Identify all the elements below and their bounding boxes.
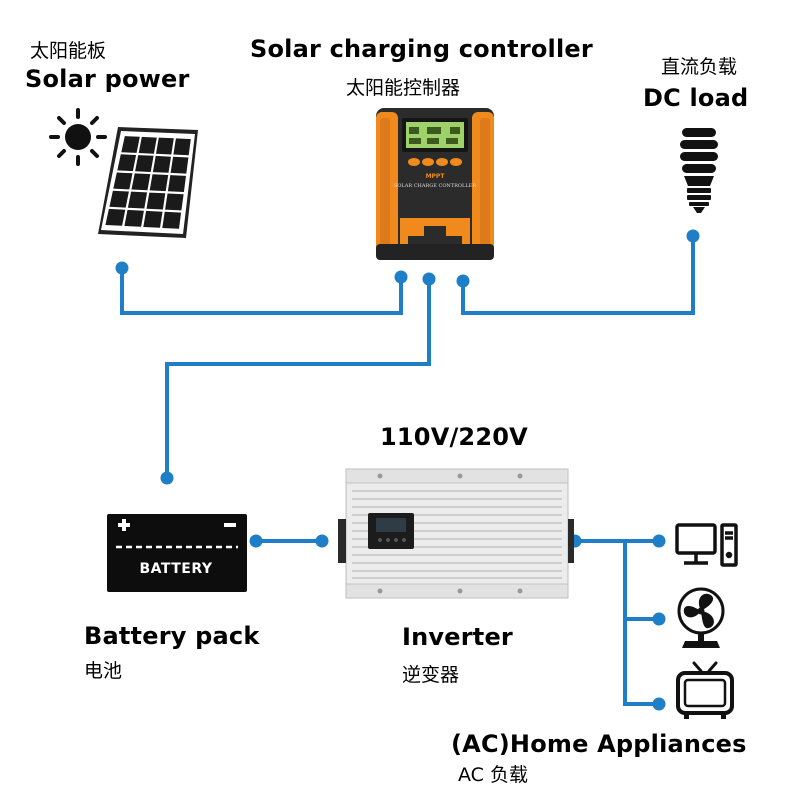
node-tv	[652, 697, 666, 711]
battery-pack-label-zh: 电池	[84, 660, 123, 682]
controller-brand: MPPT	[426, 173, 446, 180]
home-appliances-label-zh: AC 负载	[458, 764, 528, 786]
solar-cell	[167, 175, 186, 192]
solar-cell	[138, 136, 157, 154]
wire-appliance-bus	[623, 541, 659, 706]
solar-cell	[105, 208, 126, 226]
dc-load-label: DC load	[643, 84, 749, 112]
controller-label-zh: 太阳能控制器	[346, 77, 461, 99]
solar-cell	[135, 155, 154, 172]
node-controller-load	[456, 274, 470, 288]
inverter-label: Inverter	[402, 623, 513, 651]
solar-power-label-zh: 太阳能板	[30, 40, 107, 62]
solar-power-label: Solar power	[25, 65, 190, 93]
solar-cell	[156, 137, 174, 155]
computer-icon	[675, 523, 738, 567]
solar-cell	[170, 156, 189, 174]
home-appliances-label: (AC)Home Appliances	[451, 730, 747, 758]
solar-cell	[165, 193, 184, 211]
solar-cell	[152, 155, 171, 173]
node-controller-solar	[394, 270, 408, 284]
node-battery-right	[249, 534, 263, 548]
node-solar	[115, 261, 129, 275]
cfl-bulb-icon	[680, 128, 718, 213]
solar-cell	[131, 173, 151, 191]
solar-cell	[113, 172, 133, 190]
dc-load-label-zh: 直流负载	[661, 56, 738, 78]
solar-cell	[173, 138, 191, 156]
solar-panel-icon	[98, 127, 198, 238]
battery-pack-label: Battery pack	[84, 622, 260, 650]
solar-cell	[117, 154, 137, 172]
node-battery-top	[160, 471, 174, 485]
fan-icon	[677, 587, 725, 648]
node-dc-load	[686, 229, 700, 243]
wire-controller-to-dc-load	[461, 236, 695, 315]
controller-device-text: SOLAR CHARGE CONTROLLER	[394, 183, 476, 189]
node-fan	[652, 612, 666, 626]
tv-icon	[676, 661, 734, 719]
inverter-device	[338, 468, 574, 599]
controller-label: Solar charging controller	[250, 35, 593, 63]
inverter-voltage-label: 110V/220V	[380, 423, 528, 451]
solar-cell	[121, 136, 140, 153]
inverter-label-zh: 逆变器	[402, 664, 460, 686]
battery-device: BATTERY	[107, 514, 247, 592]
solar-cell	[124, 209, 144, 227]
wire-nodes	[115, 229, 700, 711]
wires	[120, 236, 695, 706]
solar-cell	[149, 174, 169, 192]
solar-cell	[162, 211, 182, 229]
wire-controller-to-battery	[165, 279, 431, 478]
battery-device-label: BATTERY	[139, 561, 212, 577]
solar-cell	[146, 192, 166, 210]
node-inverter-left	[315, 534, 329, 548]
solar-cell	[109, 190, 129, 208]
node-computer	[652, 534, 666, 548]
wire-solar-to-controller	[120, 268, 403, 315]
sun-icon	[49, 108, 107, 166]
solar-cell	[127, 191, 148, 209]
node-controller-battery	[422, 272, 436, 286]
charge-controller-device: MPPT SOLAR CHARGE CONTROLLER	[376, 108, 494, 260]
solar-cell	[143, 210, 163, 228]
